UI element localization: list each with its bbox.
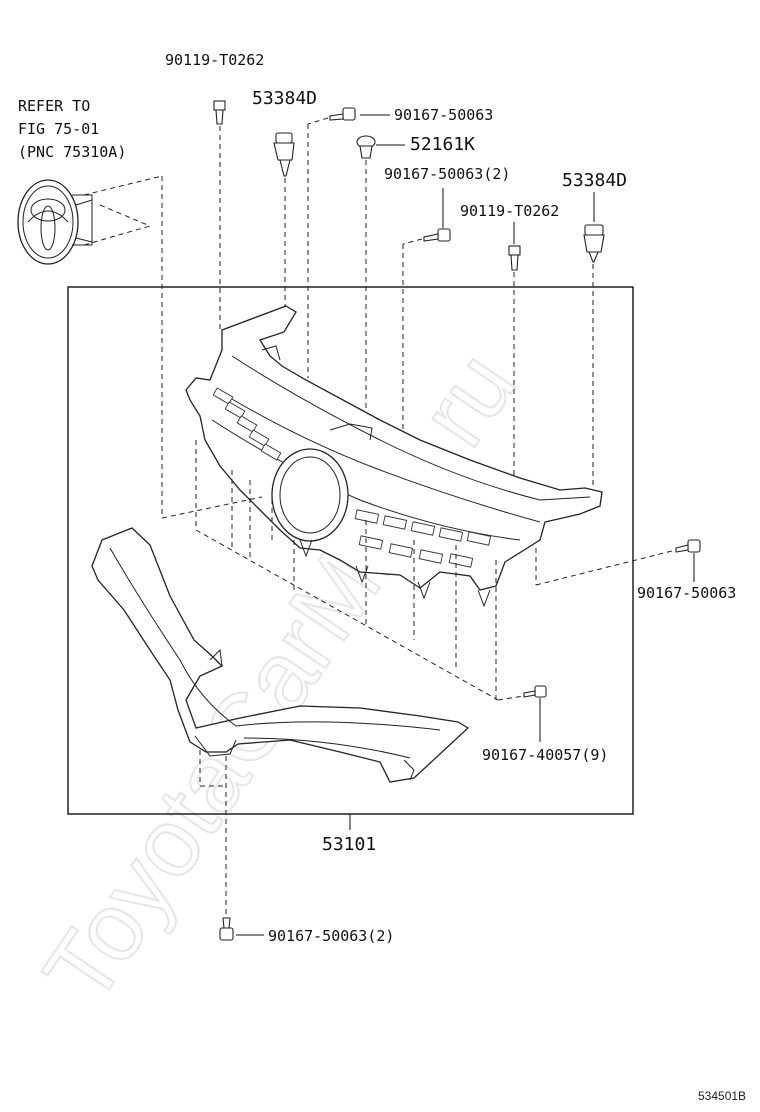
diagram-id: 534501B xyxy=(698,1089,746,1103)
callout-screw-bottom-qty2[interactable]: 90167-50063(2) xyxy=(268,927,394,945)
screw-icon xyxy=(402,228,451,460)
screw-icon xyxy=(307,107,356,378)
callout-screw-qty2-top[interactable]: 90167-50063(2) xyxy=(384,165,510,183)
refer-note-line2: FIG 75-01 xyxy=(18,120,99,138)
emblem-icon xyxy=(17,175,163,518)
callout-screw-qty9[interactable]: 90167-40057(9) xyxy=(482,746,608,764)
assembly-guides xyxy=(161,440,677,701)
grille-molding xyxy=(91,527,470,783)
retainer-icon xyxy=(356,135,376,430)
refer-note-line3: (PNC 75310A) xyxy=(18,143,126,161)
screw-icon xyxy=(675,539,701,553)
grille-slats xyxy=(212,387,492,568)
screw-icon xyxy=(523,685,547,698)
callout-screw-top[interactable]: 90167-50063 xyxy=(394,106,493,124)
callout-bolt-top-left[interactable]: 90119-T0262 xyxy=(165,51,264,69)
screw-icon xyxy=(219,917,234,941)
clip-icon xyxy=(583,224,605,488)
callout-bolt-right[interactable]: 90119-T0262 xyxy=(460,202,559,220)
bolt-icon xyxy=(508,245,521,500)
callout-clip-left[interactable]: 53384D xyxy=(252,88,317,109)
bolt-icon xyxy=(213,100,226,330)
callout-clip-right[interactable]: 53384D xyxy=(562,170,627,191)
radiator-grille xyxy=(185,305,603,608)
clip-icon xyxy=(273,132,295,310)
callout-grille-assembly[interactable]: 53101 xyxy=(322,834,376,855)
callout-screw-right[interactable]: 90167-50063 xyxy=(637,584,736,602)
callout-retainer[interactable]: 52161K xyxy=(410,134,475,155)
refer-note-line1: REFER TO xyxy=(18,97,90,115)
